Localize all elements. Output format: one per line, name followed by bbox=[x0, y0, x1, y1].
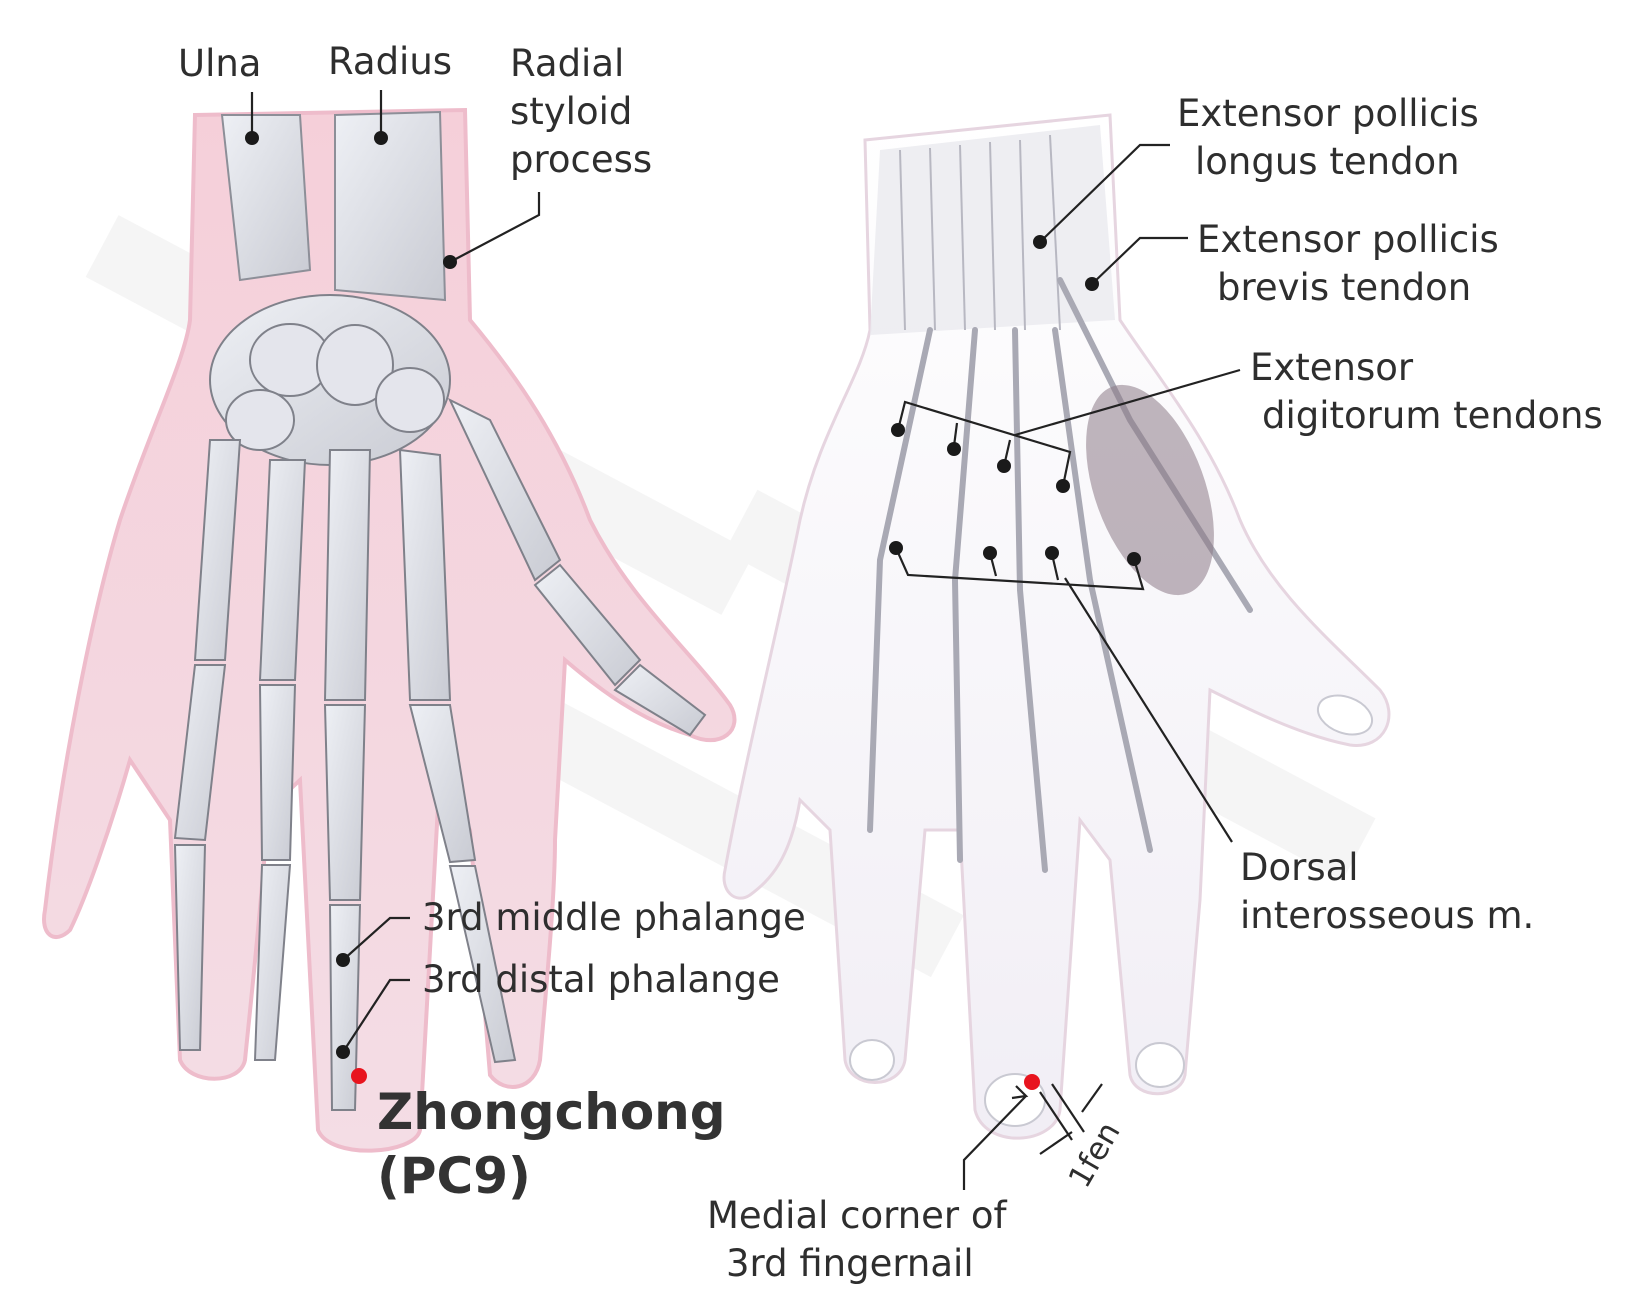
label-ed-1: Extensor bbox=[1250, 346, 1414, 389]
label-corner-1: Medial corner of bbox=[707, 1194, 1008, 1237]
label-epb-2: brevis tendon bbox=[1217, 266, 1471, 309]
ulna-bone bbox=[220, 114, 312, 282]
label-radial-styloid-1: Radial bbox=[510, 42, 624, 85]
label-radius: Radius bbox=[328, 40, 452, 83]
label-3rd-middle-phalange: 3rd middle phalange bbox=[422, 896, 806, 939]
left-annotations: Ulna Radius Radial styloid process 3rd m… bbox=[178, 40, 806, 1205]
label-ed-2: digitorum tendons bbox=[1262, 394, 1603, 437]
acupoint-code: (PC9) bbox=[377, 1147, 531, 1205]
right-hand-skin bbox=[722, 113, 1391, 1140]
label-3rd-distal-phalange: 3rd distal phalange bbox=[422, 958, 780, 1001]
left-hand-illustration bbox=[42, 107, 737, 1153]
right-hand-illustration bbox=[722, 113, 1391, 1140]
label-radial-styloid-3: process bbox=[510, 138, 652, 181]
right-annotations: Extensor pollicis longus tendon Extensor… bbox=[707, 92, 1603, 1285]
label-epb-1: Extensor pollicis bbox=[1197, 218, 1499, 261]
acupoint-marker-left bbox=[351, 1068, 367, 1084]
acupoint-name: Zhongchong bbox=[377, 1083, 726, 1141]
interosseous-shade bbox=[1086, 384, 1214, 596]
acupoint-marker-right bbox=[1024, 1074, 1040, 1090]
label-di-2: interosseous m. bbox=[1240, 894, 1534, 937]
label-epl-1: Extensor pollicis bbox=[1177, 92, 1479, 135]
radius-bone bbox=[334, 110, 447, 302]
label-1fen: 1fen bbox=[1062, 1116, 1128, 1194]
label-radial-styloid-2: styloid bbox=[510, 90, 632, 133]
label-corner-2: 3rd fingernail bbox=[726, 1242, 974, 1285]
label-ulna: Ulna bbox=[178, 42, 262, 85]
label-di-1: Dorsal bbox=[1240, 846, 1359, 889]
label-epl-2: longus tendon bbox=[1195, 140, 1460, 183]
